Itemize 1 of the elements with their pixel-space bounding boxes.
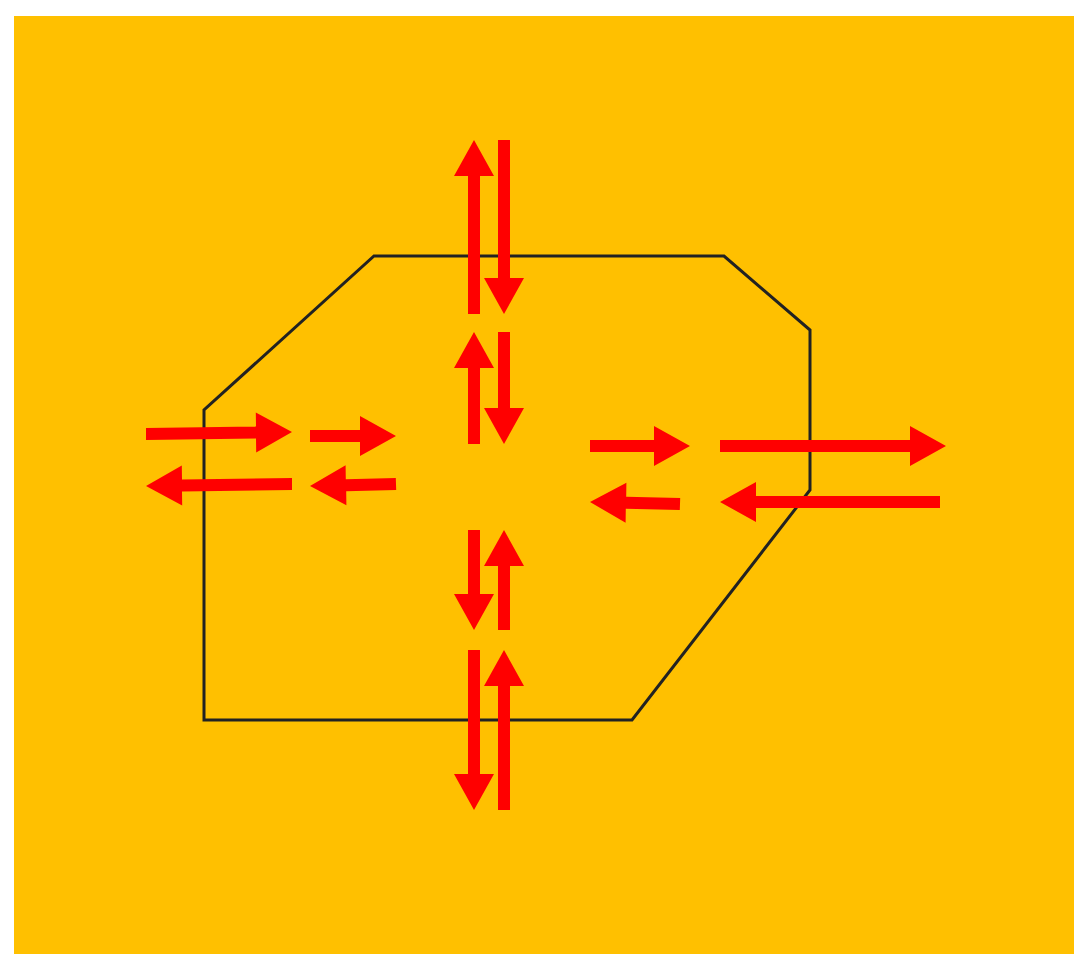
polygon-outline: [202, 254, 812, 722]
